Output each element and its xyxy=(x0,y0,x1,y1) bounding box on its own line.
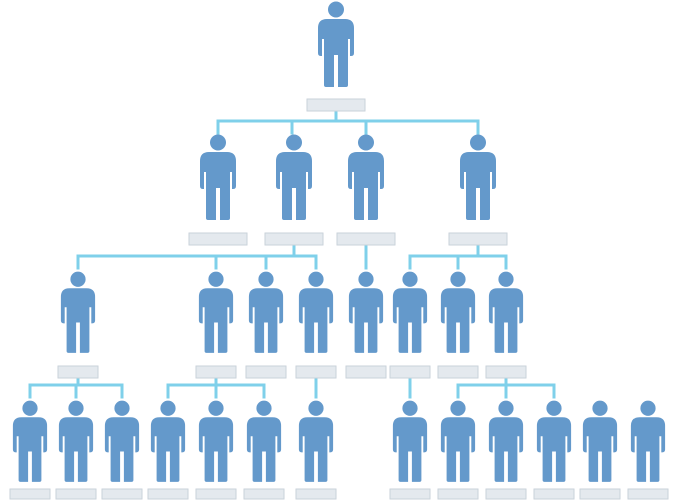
org-node xyxy=(389,271,431,379)
person-icon xyxy=(536,400,572,482)
person-icon xyxy=(298,400,334,482)
org-node xyxy=(295,400,337,500)
name-label-box xyxy=(55,488,97,500)
person-icon xyxy=(298,271,334,353)
org-node xyxy=(57,271,99,379)
name-label-box xyxy=(9,488,51,500)
org-node xyxy=(195,271,237,379)
person-icon xyxy=(104,400,140,482)
org-node xyxy=(55,400,97,500)
name-label-box xyxy=(147,488,189,500)
name-label-box xyxy=(245,365,287,379)
person-icon xyxy=(582,400,618,482)
org-node xyxy=(579,400,621,500)
person-icon xyxy=(276,134,312,220)
org-node xyxy=(448,134,508,246)
person-icon xyxy=(488,271,524,353)
org-node xyxy=(306,1,366,112)
name-label-box xyxy=(336,232,396,246)
name-label-box xyxy=(389,488,431,500)
person-icon xyxy=(460,134,496,220)
org-node xyxy=(295,271,337,379)
name-label-box xyxy=(264,232,324,246)
name-label-box xyxy=(389,365,431,379)
person-icon xyxy=(200,134,236,220)
person-icon xyxy=(392,400,428,482)
org-node xyxy=(147,400,189,500)
name-label-box xyxy=(188,232,248,246)
name-label-box xyxy=(57,365,99,379)
org-node xyxy=(245,271,287,379)
name-label-box xyxy=(295,488,337,500)
name-label-box xyxy=(485,365,527,379)
person-icon xyxy=(488,400,524,482)
person-icon xyxy=(198,271,234,353)
name-label-box xyxy=(295,365,337,379)
org-node xyxy=(264,134,324,246)
person-icon xyxy=(248,271,284,353)
name-label-box xyxy=(579,488,621,500)
org-node xyxy=(195,400,237,500)
name-label-box xyxy=(345,365,387,379)
name-label-box xyxy=(533,488,575,500)
name-label-box xyxy=(485,488,527,500)
org-node xyxy=(101,400,143,500)
person-icon xyxy=(198,400,234,482)
name-label-box xyxy=(448,232,508,246)
person-icon xyxy=(440,400,476,482)
org-node xyxy=(243,400,285,500)
org-node xyxy=(437,400,479,500)
org-node xyxy=(345,271,387,379)
name-label-box xyxy=(243,488,285,500)
org-node xyxy=(437,271,479,379)
name-label-box xyxy=(437,488,479,500)
name-label-box xyxy=(306,98,366,112)
person-icon xyxy=(150,400,186,482)
name-label-box xyxy=(195,365,237,379)
person-icon xyxy=(12,400,48,482)
org-nodes xyxy=(9,1,669,500)
person-icon xyxy=(348,271,384,353)
name-label-box xyxy=(101,488,143,500)
name-label-box xyxy=(627,488,669,500)
person-icon xyxy=(348,134,384,220)
org-node xyxy=(485,271,527,379)
org-node xyxy=(485,400,527,500)
person-icon xyxy=(246,400,282,482)
name-label-box xyxy=(195,488,237,500)
name-label-box xyxy=(437,365,479,379)
org-node xyxy=(533,400,575,500)
org-node xyxy=(9,400,51,500)
person-icon xyxy=(630,400,666,482)
person-icon xyxy=(318,1,354,87)
person-icon xyxy=(60,271,96,353)
org-node xyxy=(389,400,431,500)
person-icon xyxy=(392,271,428,353)
org-node xyxy=(188,134,248,246)
org-node xyxy=(336,134,396,246)
org-node xyxy=(627,400,669,500)
person-icon xyxy=(440,271,476,353)
person-icon xyxy=(58,400,94,482)
connector-lines xyxy=(28,109,556,399)
